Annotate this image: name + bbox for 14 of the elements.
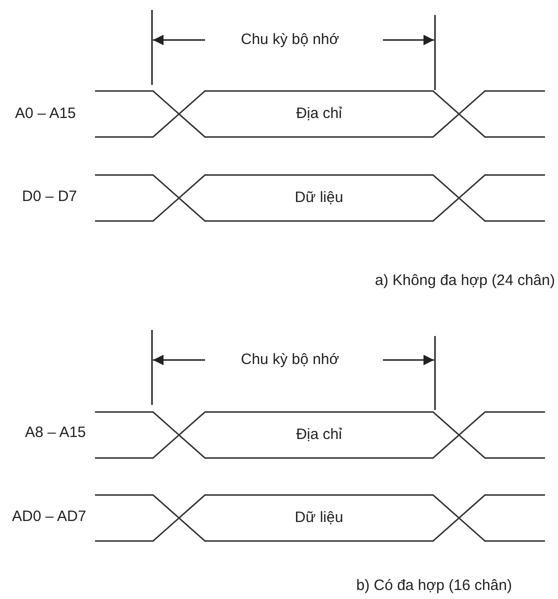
bus-label: Dữ liệu: [294, 189, 344, 207]
bus-label: Địa chỉ: [295, 426, 343, 444]
bus-hexagon: [179, 412, 459, 458]
caption: b) Có đa hợp (16 chân): [356, 577, 512, 595]
bus-label: Địa chỉ: [295, 105, 343, 123]
bus-hexagon: [179, 495, 459, 541]
bus-label: Dữ liệu: [294, 509, 344, 527]
signal-name: A8 – A15: [25, 424, 86, 442]
bus-hexagon: [179, 175, 459, 221]
signal-name: A0 – A15: [15, 105, 76, 123]
bus-hexagon: [179, 91, 459, 137]
signal-name: AD0 – AD7: [12, 508, 86, 526]
caption: a) Không đa hợp (24 chân): [375, 272, 555, 290]
signal-name: D0 – D7: [22, 188, 78, 206]
